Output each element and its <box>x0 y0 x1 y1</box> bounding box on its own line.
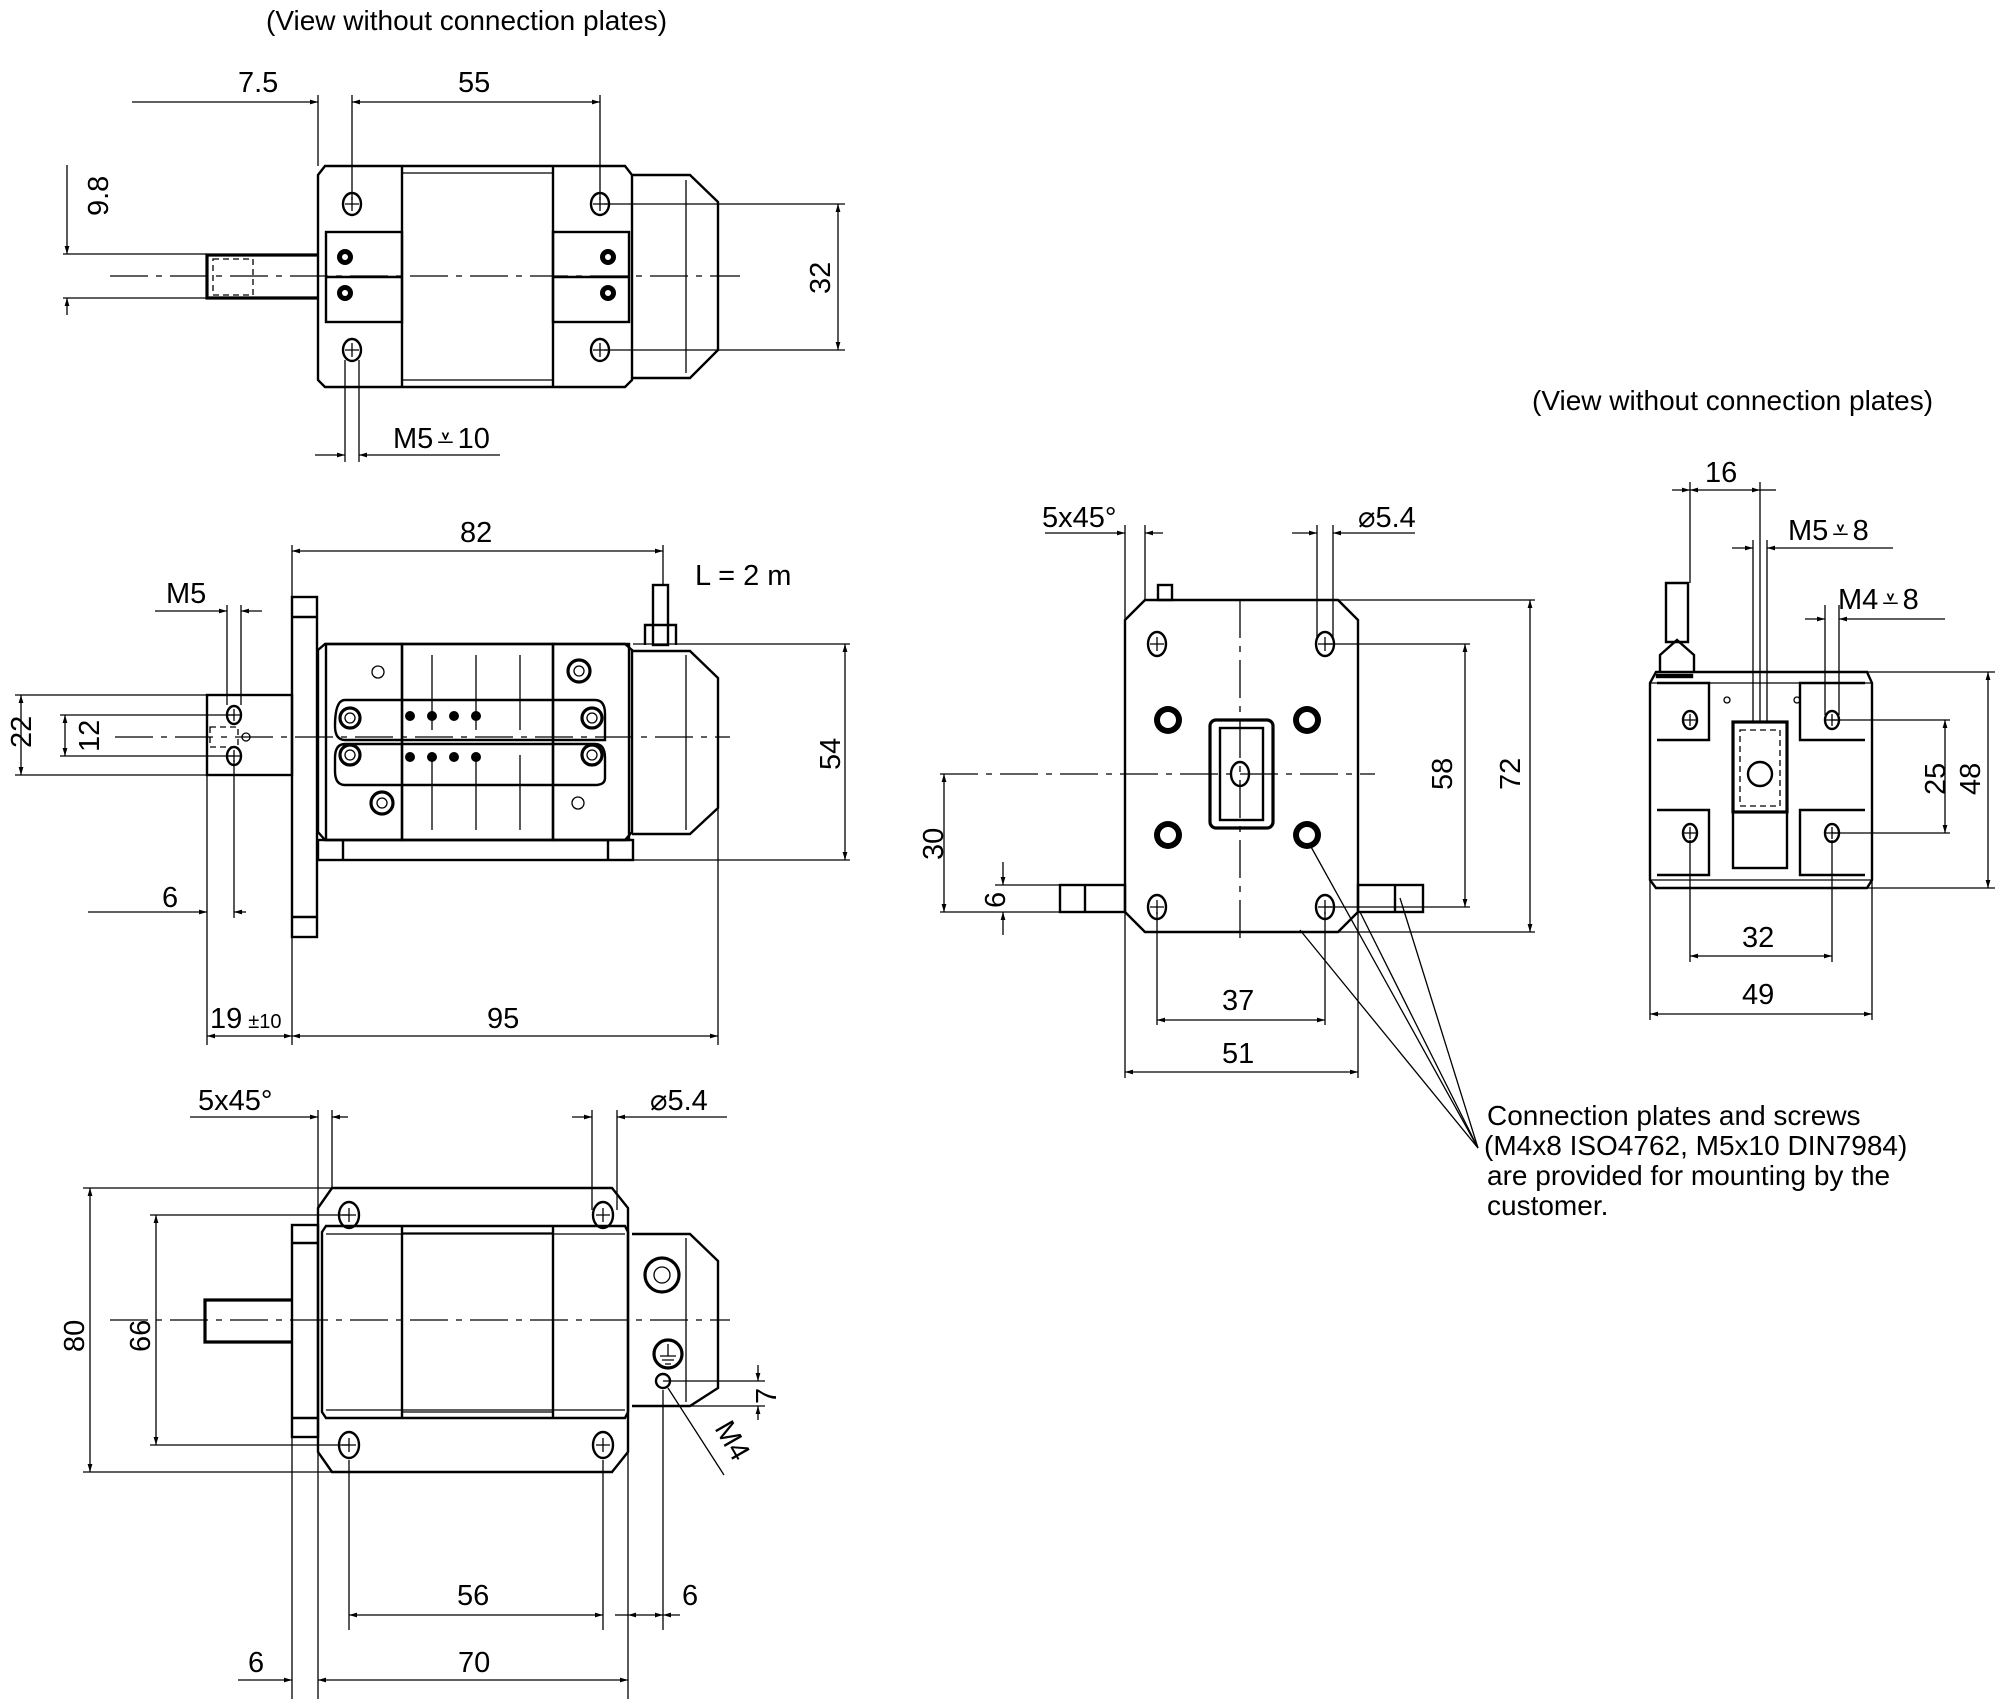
dim-70: 70 <box>458 1647 490 1679</box>
side-screws <box>338 658 604 816</box>
dim-72: 72 <box>1495 758 1527 790</box>
dim-66: 66 <box>125 1320 157 1352</box>
connector-icon <box>643 1256 681 1294</box>
dim-m5-rear: M5⩡8 <box>1788 515 1869 547</box>
side-flange <box>290 595 319 939</box>
dim-9-8: 9.8 <box>83 176 115 216</box>
dim-6-ground: 6 <box>682 1580 698 1612</box>
dim-58: 58 <box>1427 758 1459 790</box>
note-line-3: are provided for mounting by the <box>1487 1160 1890 1191</box>
dim-7-5: 7.5 <box>238 67 278 99</box>
rear-view: (View without connection plates) 16 <box>1532 385 1995 1020</box>
side-shaft-block <box>205 693 294 777</box>
front-view: 5x45° ⌀5.4 58 72 30 6 37 51 <box>918 502 1535 1149</box>
dim-chamfer-front: 5x45° <box>1042 502 1116 534</box>
dim-7: 7 <box>751 1388 783 1404</box>
rear-view-caption: (View without connection plates) <box>1532 385 1933 416</box>
dim-95: 95 <box>487 1003 519 1035</box>
dim-dia-bottom: ⌀5.4 <box>650 1085 708 1117</box>
note-line-2: (M4x8 ISO4762, M5x10 DIN7984) <box>1484 1130 1907 1161</box>
rear-holes <box>1681 696 1841 844</box>
top-body-outline <box>316 164 634 389</box>
side-view: 82 L = 2 m M5 22 12 6 54 19±10 95 <box>6 517 850 1045</box>
dim-chamfer-bottom: 5x45° <box>198 1085 272 1117</box>
dim-32-rear: 32 <box>1742 922 1774 954</box>
dim-m4-ground: M4 <box>708 1416 756 1467</box>
cable-length-label: L = 2 m <box>695 560 791 592</box>
ground-icon <box>652 1338 684 1370</box>
dim-m4-rear: M4⩡8 <box>1838 584 1919 616</box>
bottom-shaft <box>203 1298 292 1344</box>
dim-54: 54 <box>815 738 847 770</box>
dim-82: 82 <box>460 517 492 549</box>
dim-m5-side: M5 <box>166 578 206 610</box>
dim-6-front: 6 <box>980 892 1012 908</box>
dim-25: 25 <box>1920 763 1952 795</box>
note-line-1: Connection plates and screws <box>1487 1100 1861 1131</box>
dim-32-top: 32 <box>805 262 837 294</box>
dim-12: 12 <box>74 720 106 752</box>
rear-shaft-block <box>1731 720 1789 814</box>
dim-19: 19±10 <box>210 1003 282 1035</box>
mounting-note: Connection plates and screws (M4x8 ISO47… <box>1484 1100 1907 1221</box>
top-view-caption: (View without connection plates) <box>266 5 667 36</box>
dim-6-flange: 6 <box>248 1647 264 1679</box>
dim-37: 37 <box>1222 985 1254 1017</box>
dim-51: 51 <box>1222 1038 1254 1070</box>
dim-49: 49 <box>1742 979 1774 1011</box>
side-cable <box>651 583 670 647</box>
dim-6-side: 6 <box>162 882 178 914</box>
bottom-view: 5x45° ⌀5.4 80 66 7 M4 56 6 6 <box>59 1085 783 1699</box>
dim-56: 56 <box>457 1580 489 1612</box>
dim-30: 30 <box>918 828 950 860</box>
dim-22: 22 <box>6 716 38 748</box>
bottom-holes <box>337 1200 615 1460</box>
bottom-plate-outline <box>316 1186 630 1474</box>
top-view: (View without connection plates) <box>63 5 845 462</box>
top-screws <box>337 249 616 301</box>
dim-16: 16 <box>1705 457 1737 489</box>
front-plate-outline <box>1123 598 1360 934</box>
note-line-4: customer. <box>1487 1190 1608 1221</box>
dim-80: 80 <box>59 1320 91 1352</box>
dim-dia-front: ⌀5.4 <box>1358 502 1416 534</box>
dim-48: 48 <box>1955 763 1987 795</box>
front-holes <box>1146 630 1336 921</box>
front-screws <box>1154 706 1321 849</box>
dim-55: 55 <box>458 67 490 99</box>
dim-m5-thread: M5⩡10 <box>393 423 490 455</box>
